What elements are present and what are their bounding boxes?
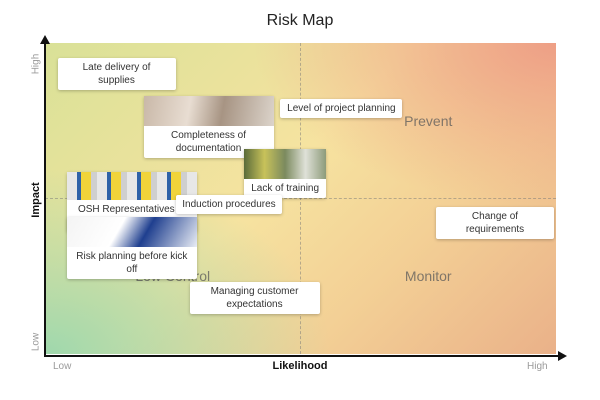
y-axis-label: Impact — [30, 182, 42, 218]
y-tick-high: High — [30, 53, 42, 75]
x-axis — [44, 355, 558, 357]
risk-card[interactable]: Managing customer expectations — [189, 282, 320, 315]
risk-card[interactable]: Level of project planning — [280, 98, 403, 118]
y-axis — [44, 44, 46, 356]
quadrant-label-monitor: Monitor — [404, 268, 452, 285]
quadrant-label-prevent: Prevent — [404, 112, 453, 129]
office-workers-image — [143, 95, 274, 126]
workers-training-image — [244, 149, 327, 180]
horizontal-gridline — [45, 198, 556, 199]
chart-title: Risk Map — [266, 12, 334, 29]
risk-card-label: Induction procedures — [182, 199, 276, 211]
safety-signs-image — [66, 171, 197, 200]
y-axis-arrow-icon — [40, 35, 50, 44]
risk-card[interactable]: Change of requirements — [436, 207, 554, 240]
x-axis-arrow-icon — [558, 351, 567, 361]
risk-card-label: Completeness of documentation — [170, 129, 247, 154]
risk-card-label: Managing customer expectations — [210, 286, 299, 311]
plot-area: PreventMonitorLow ControlLate delivery o… — [45, 43, 556, 354]
risk-card[interactable]: Completeness of documentation — [143, 95, 274, 158]
risk-card-label: Lack of training — [251, 183, 320, 195]
risk-card[interactable]: Induction procedures — [175, 195, 282, 215]
x-tick-low: Low — [53, 361, 72, 372]
x-tick-high: High — [527, 361, 548, 372]
risk-card-label: Level of project planning — [287, 102, 396, 114]
risk-card-label: Late delivery of supplies — [82, 62, 151, 87]
risk-card-label: Risk planning before kick off — [76, 251, 188, 276]
risk-card[interactable]: Risk planning before kick off — [66, 217, 197, 280]
risk-card[interactable]: Late delivery of supplies — [57, 58, 176, 91]
pen-calculator-image — [66, 217, 197, 248]
x-axis-label: Likelihood — [272, 360, 328, 372]
y-tick-low: Low — [30, 332, 42, 352]
risk-card[interactable]: Lack of training — [244, 149, 327, 199]
risk-card-label: Change of requirements — [465, 211, 525, 236]
